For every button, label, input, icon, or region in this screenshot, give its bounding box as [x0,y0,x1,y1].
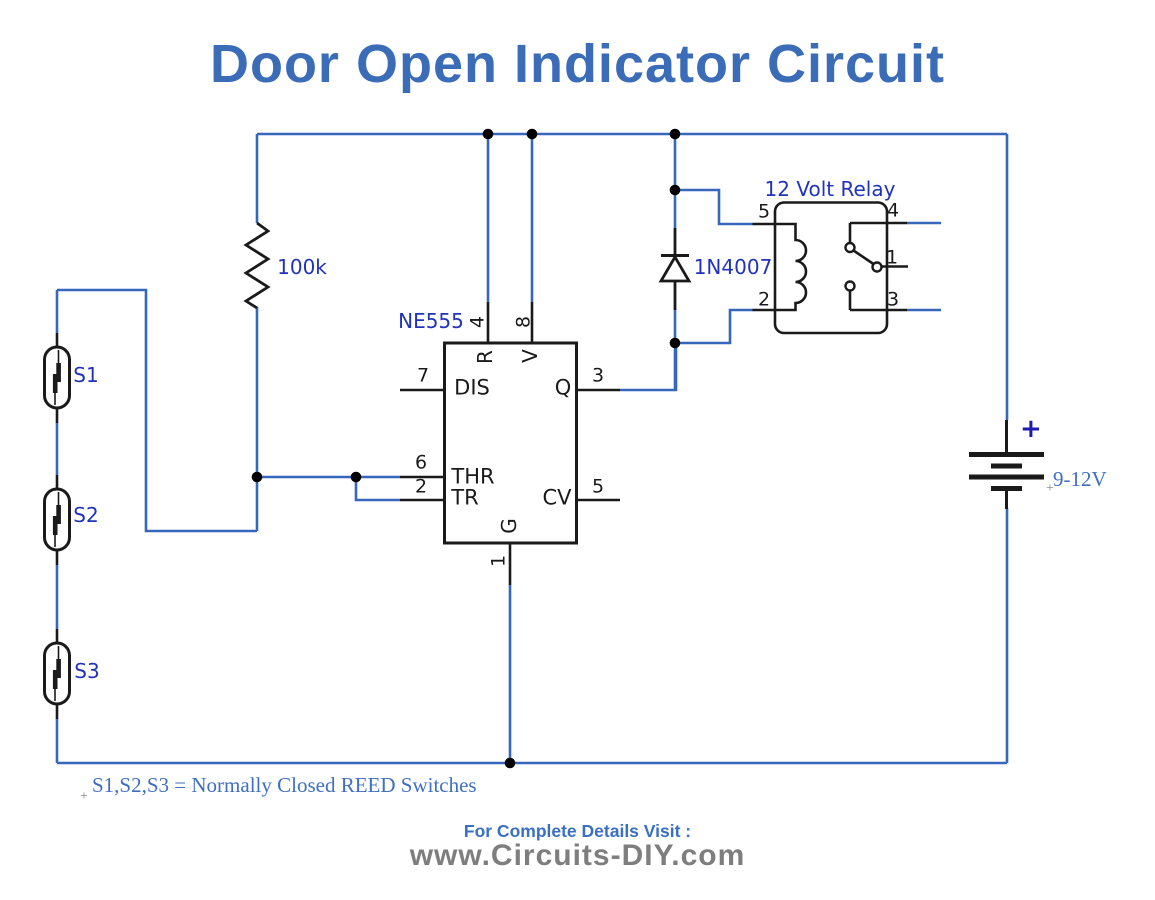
ic555-discharge-label: DIS [454,375,490,400]
ic555-pin6-number: 6 [414,451,428,474]
ic555-pin1-number: 1 [487,554,510,568]
relay-contact-nc [844,280,856,292]
reed-switch-s2 [43,475,71,565]
wire-relay-pin5 [675,188,753,226]
reed-switch-s3 [43,629,71,719]
junction-dot [350,471,362,483]
footer-website: www.Circuits-DIY.com [409,839,746,872]
relay-contact-no [871,261,883,273]
relay-pin4-number: 4 [886,199,900,222]
wire-tr [354,477,400,502]
diode-part-label: 1N4007 [693,255,773,279]
ic555-control-label: CV [542,485,572,510]
ic555-pin2-number: 2 [414,475,428,498]
resistor-value-label: 100k [277,255,327,279]
ic555-name-label: NE555 [398,309,464,333]
battery-voltage-label: 9-12V [1053,467,1107,491]
relay-pin1-number: 1 [885,246,899,269]
battery-plate-long-2 [969,474,1044,480]
reed-switch-s3-label: S3 [74,659,100,683]
ic555-threshold-label: THR [451,464,495,489]
junction-dot [526,128,538,140]
reed-switch-s1 [43,333,71,423]
battery-plate-short-2 [991,486,1022,491]
ic555-pin3-number: 3 [591,364,605,387]
diode-symbol [658,228,692,310]
wire-q-output [620,344,678,392]
ic555-trigger-label: TR [451,485,479,510]
relay-contact-common [844,241,856,254]
relay-pin3-number: 3 [886,288,900,311]
ic555-pin4-number: 4 [466,315,489,329]
reed-switch-s1-label: S1 [73,363,99,387]
diode-anode-triangle [658,254,692,283]
relay-pin2-number: 2 [757,288,771,311]
footer-visit-text: For Complete Details Visit : [463,821,692,841]
resistor-symbol [243,221,271,310]
battery-plus-label: + [1020,414,1042,444]
ic555-output-label: Q [554,375,572,400]
cursor-mark: + [1045,482,1055,494]
relay-armature [852,249,875,266]
ic555-pin5-number: 5 [591,475,605,498]
battery-symbol [969,420,1044,509]
ic555-ground-label: G [497,518,521,534]
junction-dot [669,337,681,349]
relay-pin5-number: 5 [757,200,771,223]
page-title: Door Open Indicator Circuit [209,34,946,94]
ic555-body [443,341,578,545]
reed-switch-note: S1,S2,S3 = Normally Closed REED Switches [92,773,477,797]
relay-symbol [752,201,908,335]
junction-dot [504,757,516,769]
junction-dot [669,128,681,140]
battery-plate-long-1 [969,452,1044,457]
reed-switches [43,333,71,719]
ic555-pin7-number: 7 [416,364,430,387]
wire-relay-pin2 [675,308,753,345]
cursor-mark: + [79,790,89,802]
ic555-pin8-number: 8 [512,315,535,329]
junction-dots [251,128,681,769]
wire-reed-to-node [57,288,257,533]
junction-dot [251,471,263,483]
relay-name-label: 12 Volt Relay [764,177,896,201]
junction-dot [482,128,494,140]
ic-pin-stubs [400,302,620,585]
reed-switch-s2-label: S2 [73,503,99,527]
circuit-wires [55,132,1009,765]
junction-dot [669,184,681,196]
battery-plate-short-1 [991,463,1022,469]
relay-coil [752,222,808,312]
ic555-vcc-label: V [518,349,542,363]
ic555-reset-label: R [473,350,497,364]
